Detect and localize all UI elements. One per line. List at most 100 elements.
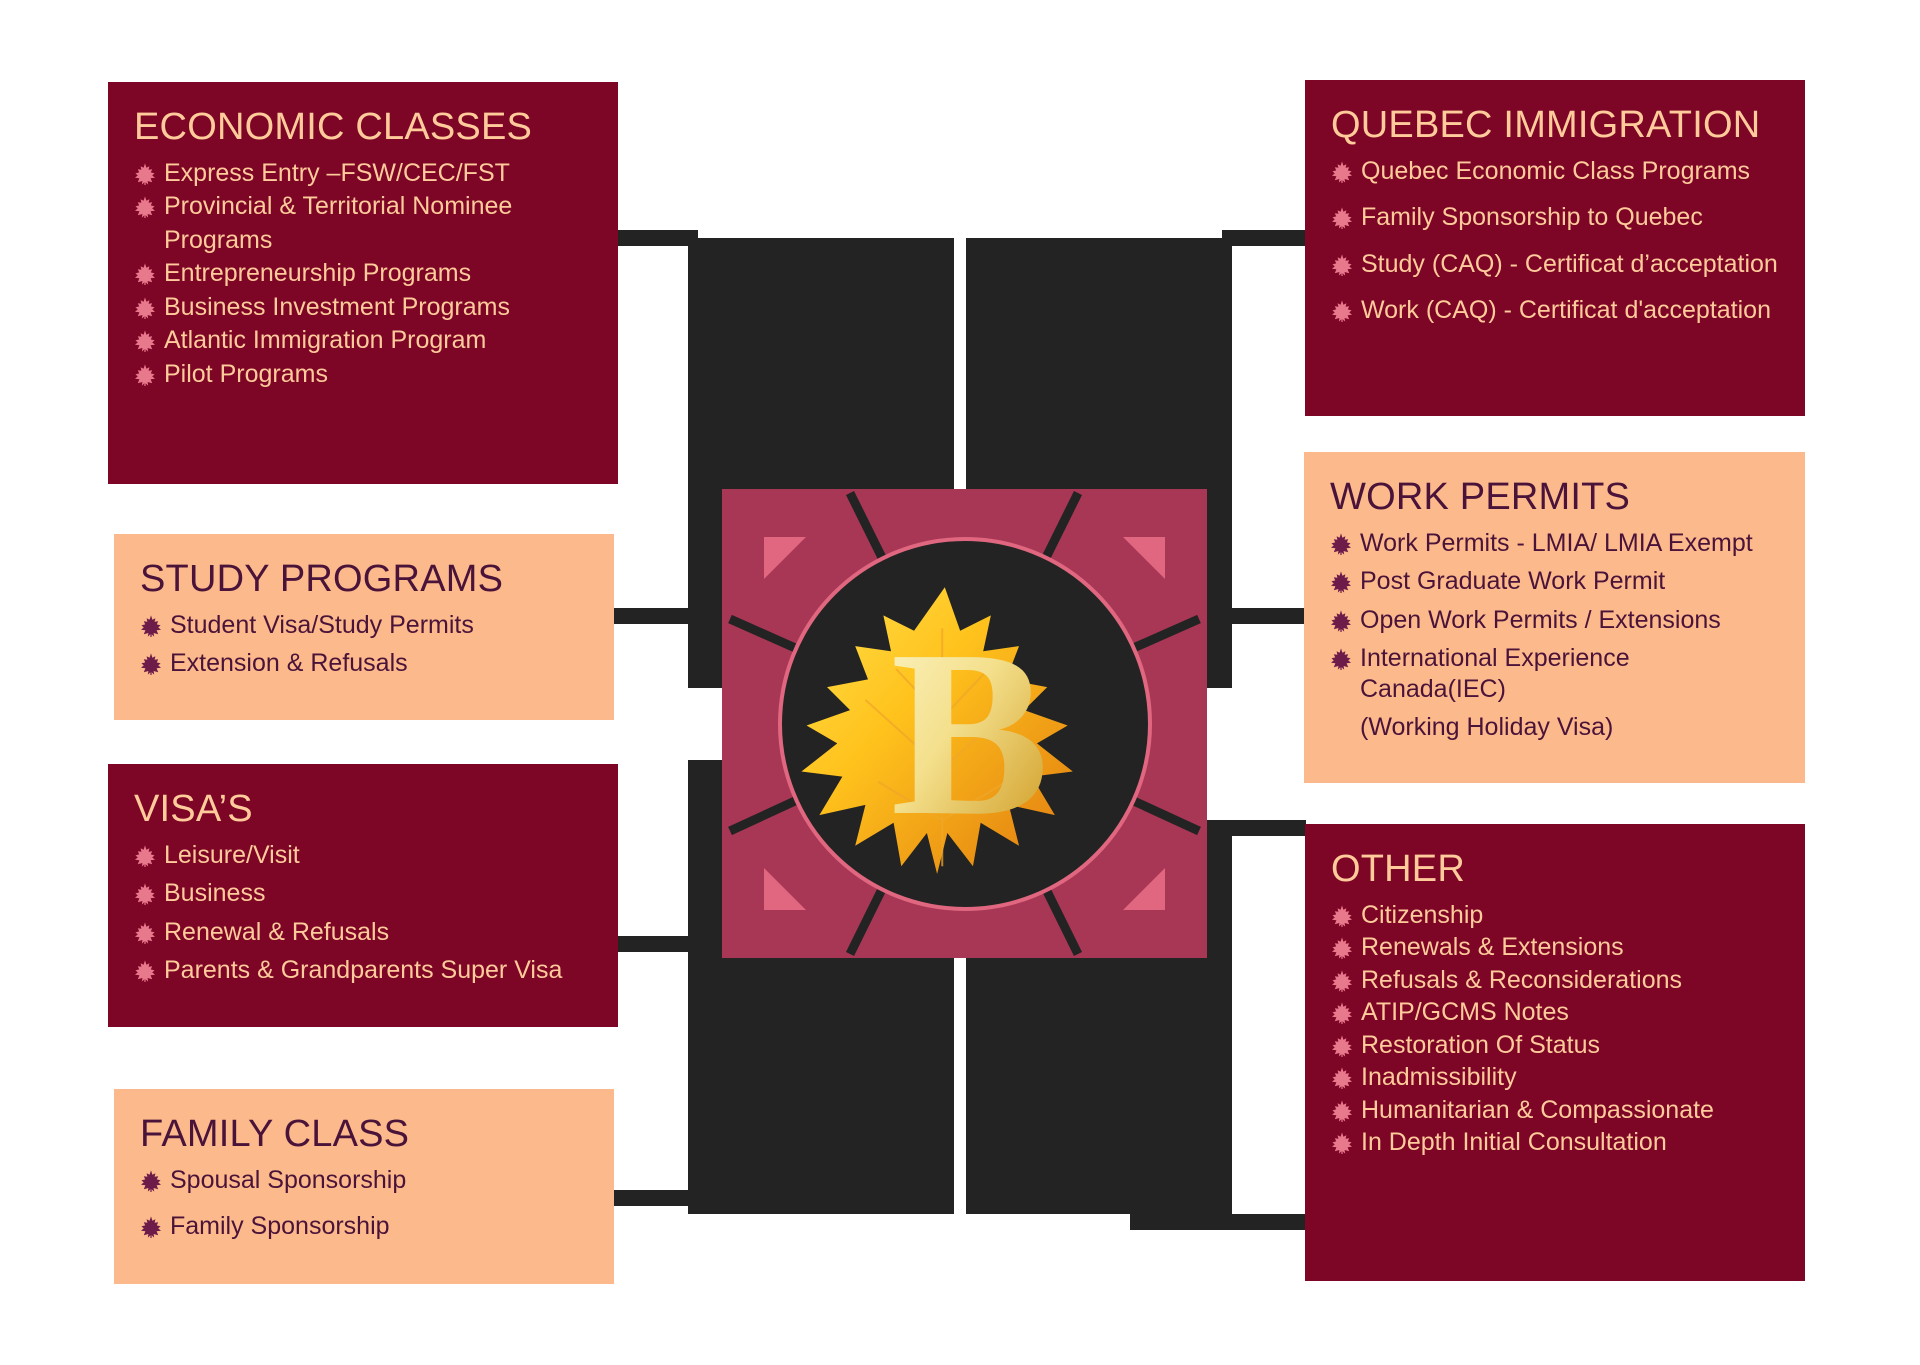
- maple-leaf-bullet-icon: [1331, 160, 1353, 183]
- maple-leaf-bullet-icon: [1331, 299, 1353, 323]
- list-item[interactable]: Express Entry –FSW/CEC/FST: [134, 158, 592, 189]
- corner-triangle-bottom-left: [764, 868, 806, 910]
- list-item[interactable]: Open Work Permits / Extensions: [1330, 605, 1779, 636]
- maple-leaf-bullet-icon: [134, 262, 156, 286]
- list-item[interactable]: Spousal Sponsorship: [140, 1165, 588, 1196]
- list-item[interactable]: Work (CAQ) - Certificat d'acceptation: [1331, 295, 1779, 326]
- list-item-label: Spousal Sponsorship: [170, 1165, 407, 1194]
- list-item[interactable]: Work Permits - LMIA/ LMIA Exempt: [1330, 528, 1779, 559]
- card-item-list: Leisure/Visit Business Renewal & Refusal…: [134, 840, 592, 986]
- maple-leaf-bullet-icon: [134, 882, 156, 906]
- list-item-label: Renewal & Refusals: [164, 917, 390, 946]
- maple-leaf-bullet-icon: [1330, 647, 1352, 671]
- list-item[interactable]: Citizenship: [1331, 900, 1779, 931]
- card-title: OTHER: [1331, 848, 1465, 890]
- card-title: ECONOMIC CLASSES: [134, 106, 533, 148]
- card-visas[interactable]: VISA’S Leisure/Visit Business Renewal & …: [108, 764, 618, 1027]
- card-other[interactable]: OTHER Citizenship Renewals & Extensions …: [1305, 824, 1805, 1281]
- list-item[interactable]: Renewal & Refusals: [134, 917, 592, 948]
- list-item-label: Renewals & Extensions: [1361, 933, 1624, 962]
- maple-leaf-bullet-icon: [140, 614, 162, 637]
- maple-leaf-bullet-icon: [1331, 936, 1353, 960]
- list-item-label: Parents & Grandparents Super Visa: [164, 956, 563, 985]
- list-item[interactable]: Refusals & Reconsiderations: [1331, 965, 1779, 996]
- logo-disc: B: [777, 536, 1152, 911]
- list-item[interactable]: Humanitarian & Compassionate: [1331, 1095, 1779, 1126]
- maple-leaf-icon: B: [800, 586, 1073, 874]
- list-item-label: Inadmissibility: [1361, 1063, 1517, 1092]
- list-item[interactable]: Provincial & Territorial Nominee: [134, 191, 592, 222]
- maple-leaf-bullet-icon: [1331, 1131, 1353, 1155]
- list-item[interactable]: Leisure/Visit: [134, 840, 592, 871]
- list-item-label: Study (CAQ) - Certificat d’acceptation: [1361, 249, 1778, 278]
- list-item-label: In Depth Initial Consultation: [1361, 1128, 1667, 1157]
- card-study-programs[interactable]: STUDY PROGRAMS Student Visa/Study Permit…: [114, 534, 614, 720]
- card-item-list: Student Visa/Study Permits Extension & R…: [140, 610, 588, 679]
- list-item-label: Student Visa/Study Permits: [170, 610, 474, 639]
- list-item[interactable]: International Experience Canada(IEC): [1330, 643, 1779, 704]
- corner-triangle-bottom-right: [1123, 868, 1165, 910]
- card-item-list: Spousal Sponsorship Family Sponsorship: [140, 1165, 588, 1242]
- maple-leaf-bullet-icon: [1330, 609, 1352, 632]
- maple-leaf-bullet-icon: [134, 195, 156, 219]
- maple-leaf-bullet-icon: [1330, 570, 1352, 594]
- card-family-class[interactable]: FAMILY CLASS Spousal Sponsorship Family …: [114, 1089, 614, 1284]
- list-item-label: International Experience Canada(IEC): [1360, 644, 1630, 703]
- list-item[interactable]: Inadmissibility: [1331, 1062, 1779, 1093]
- list-item[interactable]: Business: [134, 878, 592, 909]
- list-item-label: Leisure/Visit: [164, 840, 300, 869]
- card-item-list: Work Permits - LMIA/ LMIA Exempt Post Gr…: [1330, 528, 1779, 743]
- maple-leaf-bullet-icon: [1331, 253, 1353, 276]
- list-item[interactable]: Renewals & Extensions: [1331, 932, 1779, 963]
- card-work-permits[interactable]: WORK PERMITS Work Permits - LMIA/ LMIA E…: [1304, 452, 1805, 783]
- list-item-label: (Working Holiday Visa): [1360, 713, 1614, 742]
- list-item[interactable]: Restoration Of Status: [1331, 1030, 1779, 1061]
- maple-leaf-bullet-icon: [134, 844, 156, 867]
- card-economic-classes[interactable]: ECONOMIC CLASSES Express Entry –FSW/CEC/…: [108, 82, 618, 484]
- list-item[interactable]: Quebec Economic Class Programs: [1331, 156, 1779, 187]
- maple-leaf-bullet-icon: [134, 162, 156, 185]
- list-item[interactable]: In Depth Initial Consultation: [1331, 1127, 1779, 1158]
- card-title: FAMILY CLASS: [140, 1113, 410, 1155]
- maple-leaf-bullet-icon: [140, 1215, 162, 1239]
- list-item[interactable]: Study (CAQ) - Certificat d’acceptation: [1331, 249, 1779, 280]
- list-item[interactable]: Post Graduate Work Permit: [1330, 566, 1779, 597]
- list-item[interactable]: Family Sponsorship to Quebec: [1331, 202, 1779, 233]
- corner-triangle-top-left: [764, 537, 806, 579]
- card-title: STUDY PROGRAMS: [140, 558, 504, 600]
- maple-leaf-bullet-icon: [1330, 532, 1352, 555]
- list-item[interactable]: Extension & Refusals: [140, 648, 588, 679]
- list-item[interactable]: Student Visa/Study Permits: [140, 610, 588, 641]
- list-item-label: ATIP/GCMS Notes: [1361, 998, 1569, 1027]
- list-item-continuation: (Working Holiday Visa): [1330, 712, 1779, 743]
- corner-triangle-top-right: [1123, 537, 1165, 579]
- list-item-label: Family Sponsorship to Quebec: [1361, 203, 1703, 232]
- maple-leaf-bullet-icon: [140, 652, 162, 676]
- list-item-label: Work Permits - LMIA/ LMIA Exempt: [1360, 528, 1753, 557]
- list-item[interactable]: Parents & Grandparents Super Visa: [134, 955, 592, 986]
- list-item[interactable]: Entrepreneurship Programs: [134, 258, 592, 289]
- maple-leaf-bullet-icon: [140, 1169, 162, 1192]
- card-title: QUEBEC IMMIGRATION: [1331, 104, 1761, 146]
- card-quebec-immigration[interactable]: QUEBEC IMMIGRATION Quebec Economic Class…: [1305, 80, 1805, 416]
- list-item-label: Programs: [164, 225, 273, 254]
- list-item-label: Atlantic Immigration Program: [164, 326, 487, 355]
- maple-leaf-bullet-icon: [134, 363, 156, 386]
- list-item-label: Express Entry –FSW/CEC/FST: [164, 158, 510, 187]
- maple-leaf-bullet-icon: [1331, 1034, 1353, 1057]
- list-item[interactable]: Pilot Programs: [134, 359, 592, 390]
- list-item-label: Provincial & Territorial Nominee: [164, 192, 513, 221]
- list-item[interactable]: Atlantic Immigration Program: [134, 325, 592, 356]
- list-item[interactable]: Family Sponsorship: [140, 1211, 588, 1242]
- list-item-label: Citizenship: [1361, 900, 1484, 929]
- list-item[interactable]: ATIP/GCMS Notes: [1331, 997, 1779, 1028]
- list-item-continuation: Programs: [134, 225, 592, 256]
- brand-logo: B: [722, 489, 1207, 958]
- list-item[interactable]: Business Investment Programs: [134, 292, 592, 323]
- list-item-label: Business Investment Programs: [164, 292, 510, 321]
- maple-leaf-bullet-icon: [134, 921, 156, 944]
- list-item-label: Open Work Permits / Extensions: [1360, 605, 1721, 634]
- maple-leaf-bullet-icon: [1331, 1099, 1353, 1122]
- list-item-label: Pilot Programs: [164, 359, 328, 388]
